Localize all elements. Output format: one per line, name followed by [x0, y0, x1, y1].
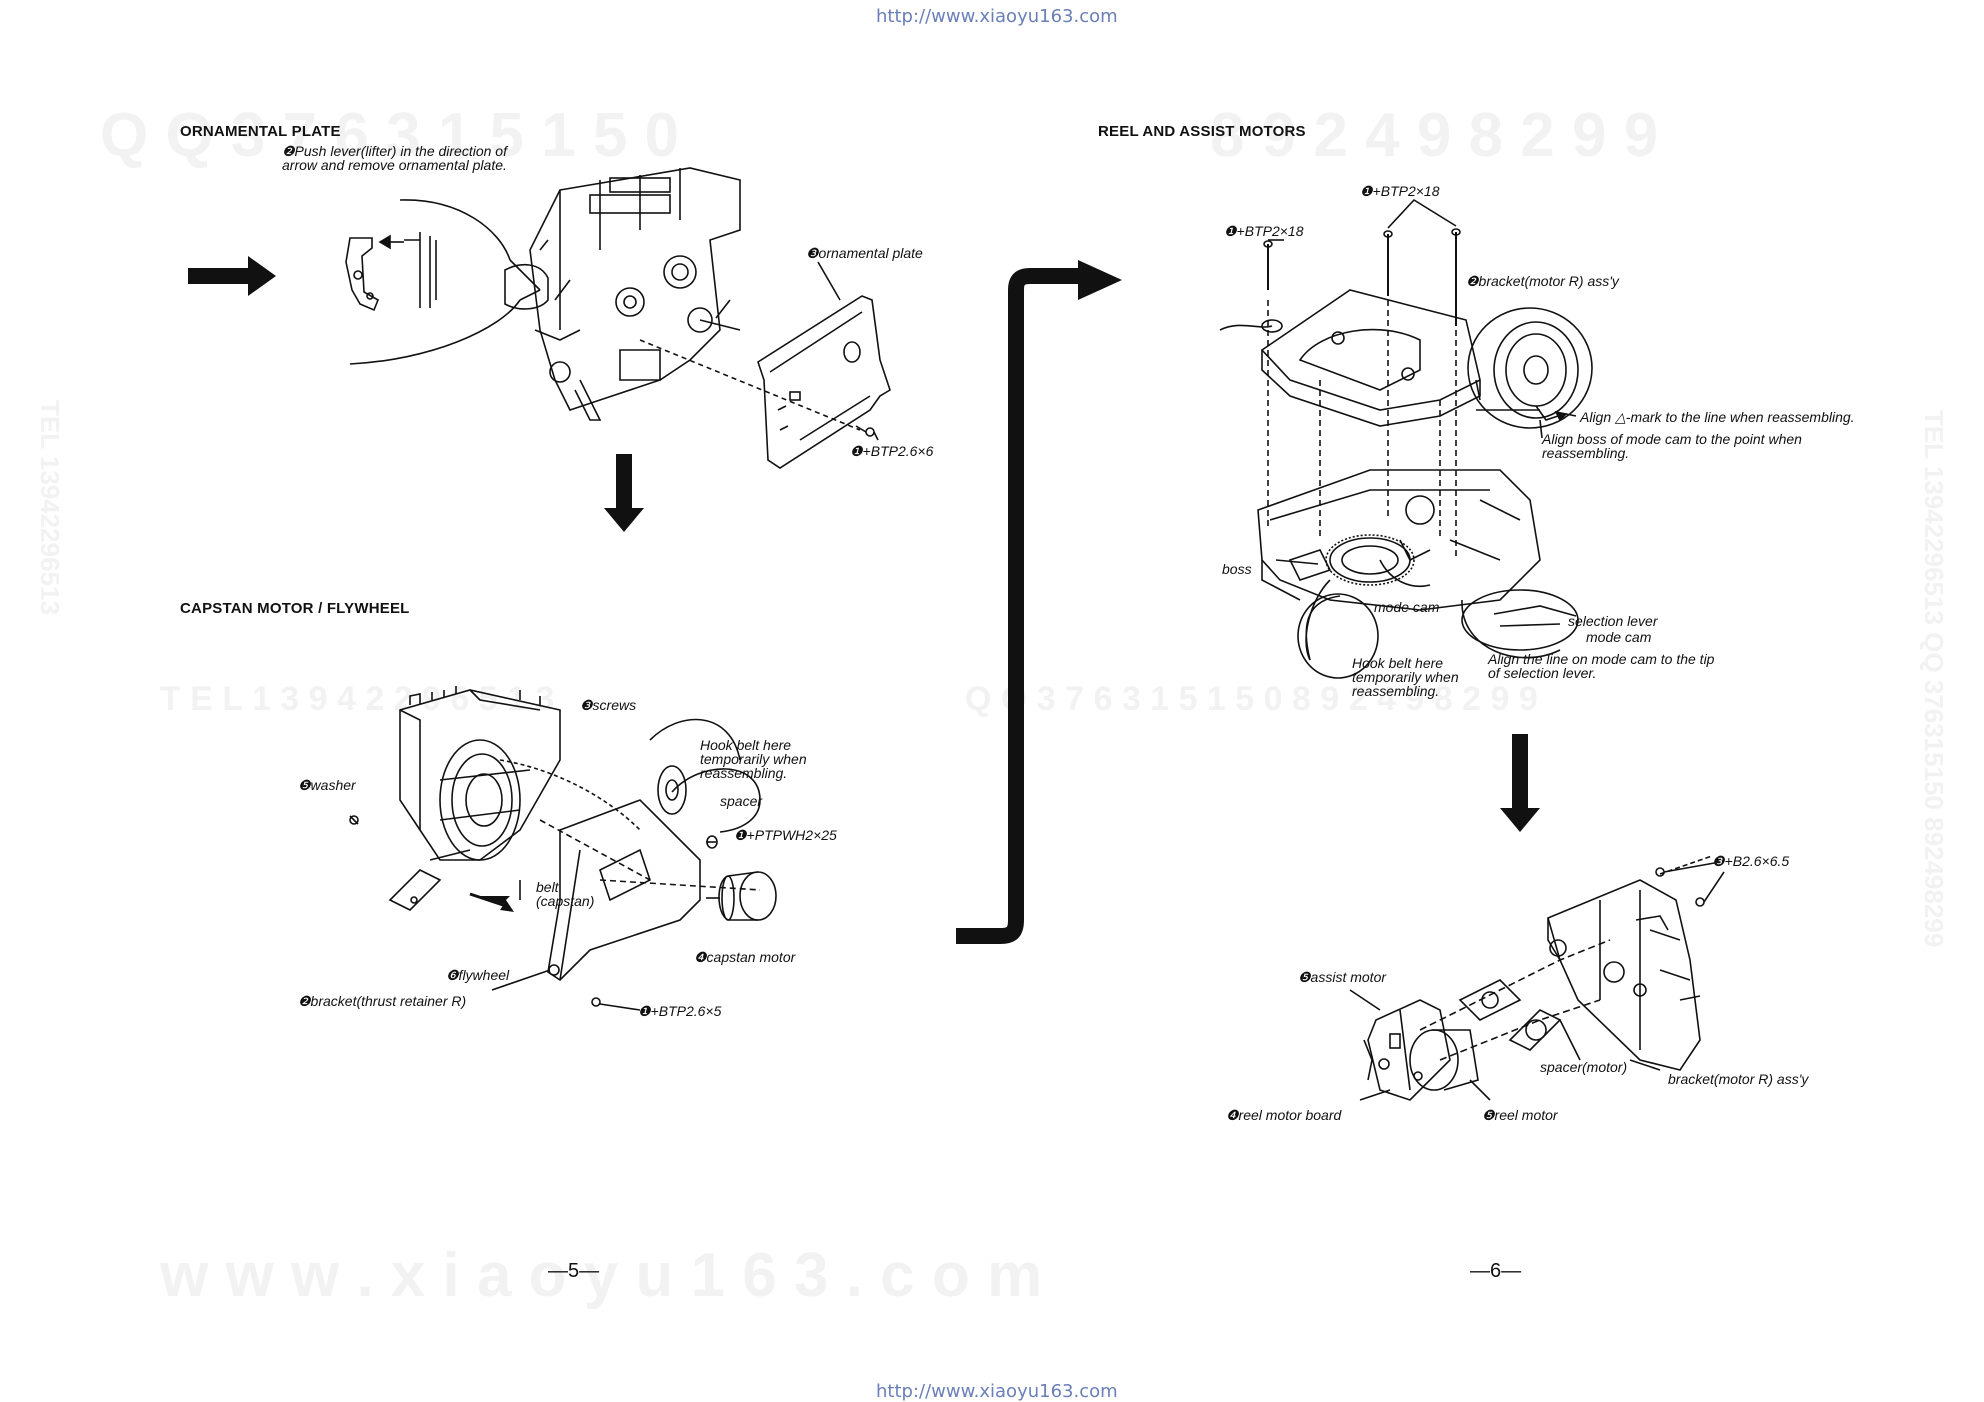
- label-boss: boss: [1222, 561, 1252, 577]
- section-title-reel-assist-motors: REEL AND ASSIST MOTORS: [1098, 123, 1306, 140]
- spacer-screw-part: [706, 835, 718, 849]
- ornamental-plate-part: [757, 295, 891, 469]
- lever-detail-icon: [345, 232, 437, 312]
- label-bracket-motor-r-assy: bracket(motor R) ass'y: [1668, 1071, 1809, 1087]
- watermark-vertical-left: TEL 13942296513: [35, 400, 65, 615]
- footer-url[interactable]: http://www.xiaoyu163.com: [876, 1381, 1118, 1402]
- section-title-ornamental-plate: ORNAMENTAL PLATE: [180, 123, 341, 140]
- watermark-qq-mid: Q Q 3 7 6 3 1 5 1 5 0 8 9 2 4 9 8 2 9 9: [965, 680, 1538, 718]
- screw-icon: [855, 425, 879, 441]
- section-title-capstan-flywheel: CAPSTAN MOTOR / FLYWHEEL: [180, 600, 410, 617]
- label-align-boss: Align boss of mode cam to the point when…: [1542, 431, 1802, 461]
- screw-icon: [1695, 897, 1705, 907]
- label-align-line-mode-cam: Align the line on mode cam to the tip of…: [1488, 651, 1715, 681]
- assist-motor-assembly: [1547, 879, 1701, 1071]
- spacer-parts: [1458, 979, 1562, 1051]
- watermark-vertical-right: TEL 13942296513 QQ 376315150 892498299: [1919, 410, 1949, 948]
- mode-cam-detail: [1467, 307, 1593, 429]
- label-ornamental-plate: ❸ornamental plate: [806, 245, 923, 261]
- page-number-right: —6—: [1470, 1260, 1522, 1282]
- label-screws: ❸screws: [580, 697, 637, 713]
- reel-chassis: [1257, 469, 1541, 611]
- label-capstan-motor: ❹capstan motor: [694, 949, 796, 965]
- watermark-qq-right: 8 9 2 4 9 8 2 9 9: [1210, 101, 1659, 170]
- washer-icon: [349, 815, 359, 825]
- label-screw-btp26x6: ❶+BTP2.6×6: [850, 443, 934, 459]
- label-align-triangle-mark: Align △-mark to the line when reassembli…: [1580, 409, 1855, 425]
- label-mode-cam: mode cam: [1374, 599, 1440, 615]
- screw-icon: [1451, 228, 1461, 326]
- label-btp2x18-a: ❶+BTP2×18: [1360, 183, 1440, 199]
- label-b26x65: ❸+B2.6×6.5: [1712, 853, 1790, 869]
- label-spacer: spacer: [720, 793, 763, 809]
- screw-icon: [591, 997, 601, 1007]
- capstan-mechanism: [388, 686, 641, 911]
- label-spacer-motor: spacer(motor): [1540, 1059, 1628, 1075]
- reel-motor-part: [1363, 999, 1479, 1101]
- label-selection-lever: selection lever: [1568, 613, 1658, 629]
- step-push-lever: ❷Push lever(lifter) in the direction of …: [282, 143, 507, 173]
- label-washer: ❺washer: [298, 777, 356, 793]
- belt-direction-arrow-icon: [469, 892, 514, 912]
- label-hook-belt-reel: Hook belt here temporarily when reassemb…: [1352, 655, 1459, 699]
- cassette-mechanism-top: [504, 167, 741, 421]
- page-number-left: —5—: [548, 1260, 600, 1282]
- label-belt-capstan: belt (capstan): [536, 879, 595, 909]
- label-btp26x5: ❶+BTP2.6×5: [638, 1003, 722, 1019]
- capstan-motor-part: [706, 871, 777, 921]
- label-flywheel: ❻flywheel: [446, 967, 510, 983]
- motor-bracket-top: [1219, 289, 1481, 427]
- watermark-tel-mid: T E L 1 3 9 4 2 2 9 6 5 1 3: [160, 680, 555, 718]
- label-btp2x18-b: ❶+BTP2×18: [1224, 223, 1304, 239]
- label-hook-belt: Hook belt here temporarily when reassemb…: [700, 737, 807, 781]
- arrow-right-icon: [188, 256, 276, 296]
- label-bracket-motor-r: ❷bracket(motor R) ass'y: [1466, 273, 1619, 289]
- header-url[interactable]: http://www.xiaoyu163.com: [876, 6, 1118, 27]
- watermark-qq-left: Q Q 3 7 6 3 1 5 1 5 0: [100, 101, 680, 170]
- label-reel-motor-board: ❹reel motor board: [1226, 1107, 1342, 1123]
- flow-arrow-icon: [956, 260, 1122, 944]
- screw-icon: [1263, 240, 1273, 290]
- arrow-down-icon: [604, 454, 644, 532]
- screw-icon: [1383, 230, 1393, 296]
- label-reel-motor: ❺reel motor: [1482, 1107, 1558, 1123]
- watermark-url-bottom: w w w . x i a o y u 1 6 3 . c o m: [160, 1241, 1043, 1310]
- label-mode-cam-detail: mode cam: [1586, 629, 1652, 645]
- arrow-down-icon: [1500, 734, 1540, 832]
- screw-icon: [1655, 867, 1665, 877]
- label-ptpwh2x25: ❶+PTPWH2×25: [734, 827, 837, 843]
- label-bracket-thrust-retainer: ❷bracket(thrust retainer R): [298, 993, 467, 1009]
- label-assist-motor: ❺assist motor: [1298, 969, 1387, 985]
